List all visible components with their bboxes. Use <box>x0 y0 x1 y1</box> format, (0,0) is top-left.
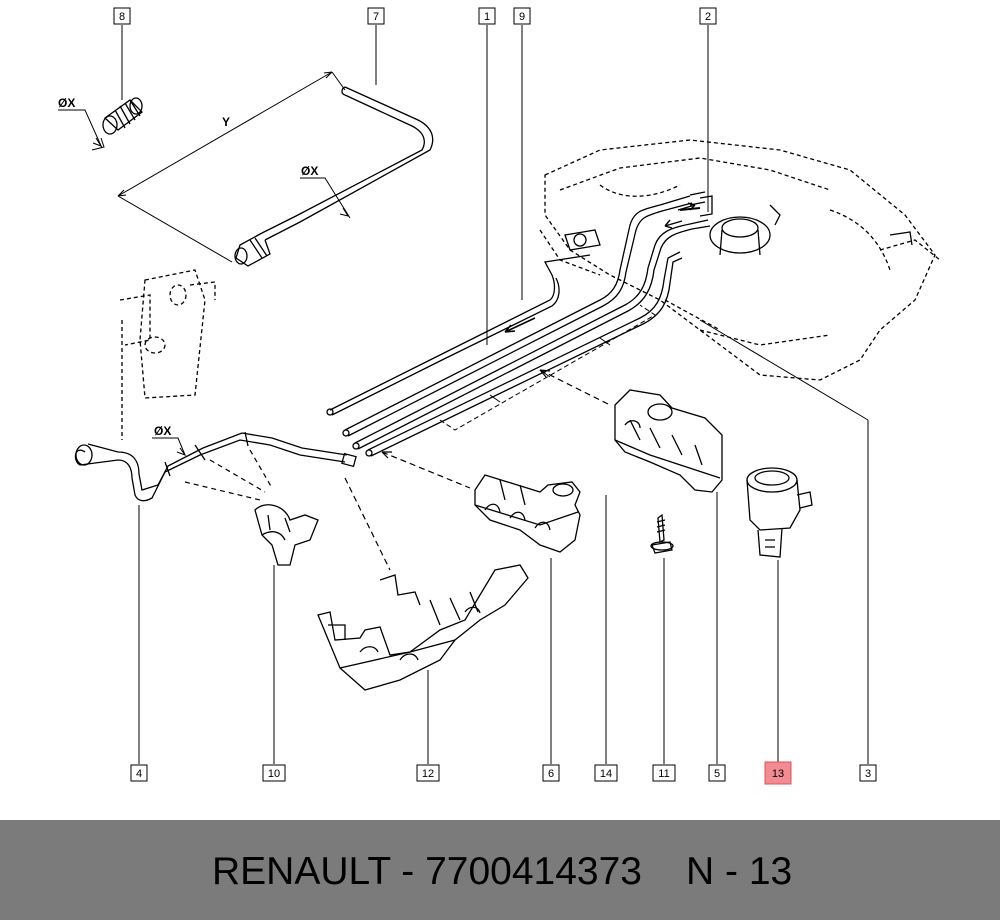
part-10-clip <box>254 504 319 566</box>
dimension-y <box>117 71 346 263</box>
dimension-label-diameter-part4: ØX <box>154 424 171 438</box>
callout-label: 11 <box>658 768 669 780</box>
callout-1: 1 <box>478 7 496 25</box>
callout-6: 6 <box>542 764 560 782</box>
part-12-arrow <box>344 477 391 571</box>
part-7-rigid-pipe <box>234 86 434 267</box>
callout-label: 4 <box>136 768 142 780</box>
callout-11: 11 <box>652 764 676 782</box>
callout-8: 8 <box>113 7 131 25</box>
callout-10: 10 <box>262 764 286 782</box>
callout-label: 12 <box>422 768 434 780</box>
callout-label: 2 <box>705 11 711 23</box>
footer-item-code: N - 13 <box>686 850 793 893</box>
part-13-sensor <box>746 467 813 558</box>
part-6-arrow <box>381 451 471 489</box>
callout-label: 1 <box>484 11 490 23</box>
callout-14: 14 <box>594 764 618 782</box>
dimension-label-diameter-part8: ØX <box>58 96 75 110</box>
dimension-diameter-pipe7 <box>300 177 351 219</box>
callout-label: 8 <box>119 11 125 23</box>
callout-2: 2 <box>699 7 717 25</box>
dimension-diameter-part8 <box>58 109 105 151</box>
parts-diagram: ØX Y ØX ØX 8 7 1 9 2 4 10 12 6 14 <box>58 7 941 785</box>
callout-7: 7 <box>367 7 385 25</box>
part-5-arrow <box>539 369 611 406</box>
callout-label: 6 <box>548 768 554 780</box>
pipe-bundle <box>326 195 711 457</box>
callout-12: 12 <box>416 764 440 782</box>
callout-13-highlighted: 13 <box>764 761 792 785</box>
footer-brand-part-number: RENAULT - 7700414373 <box>212 850 642 893</box>
part-4-pipe-assembly <box>74 431 357 502</box>
callout-label: 10 <box>268 768 280 780</box>
clip-position-markers <box>439 304 656 431</box>
part-8-connector <box>102 97 143 135</box>
tank-inlet-nozzles <box>564 191 713 251</box>
leader-lines <box>121 25 869 764</box>
dimension-label-length: Y <box>222 115 230 129</box>
callout-3: 3 <box>859 764 877 782</box>
part-11-screw <box>650 513 674 554</box>
dimension-label-diameter-pipe7: ØX <box>301 164 318 178</box>
callout-label: 3 <box>865 768 871 780</box>
part-12-bracket <box>317 564 529 691</box>
callout-label: 9 <box>519 11 525 23</box>
callout-label: 13 <box>772 768 784 780</box>
fuel-tank-outline <box>539 139 941 381</box>
callout-label: 14 <box>600 768 612 780</box>
canister-outline <box>119 269 216 440</box>
footer-bar <box>0 820 1000 920</box>
callout-4: 4 <box>130 764 148 782</box>
part-10-arrows <box>184 449 273 501</box>
callout-label: 5 <box>714 768 720 780</box>
callout-label: 7 <box>373 11 379 23</box>
tank-pump-flange <box>709 204 913 256</box>
callout-9: 9 <box>513 7 531 25</box>
dimension-diameter-part4 <box>152 437 187 457</box>
part-5-clip-block <box>614 389 723 493</box>
part-6-clip-block <box>474 474 581 553</box>
callout-5: 5 <box>708 764 726 782</box>
